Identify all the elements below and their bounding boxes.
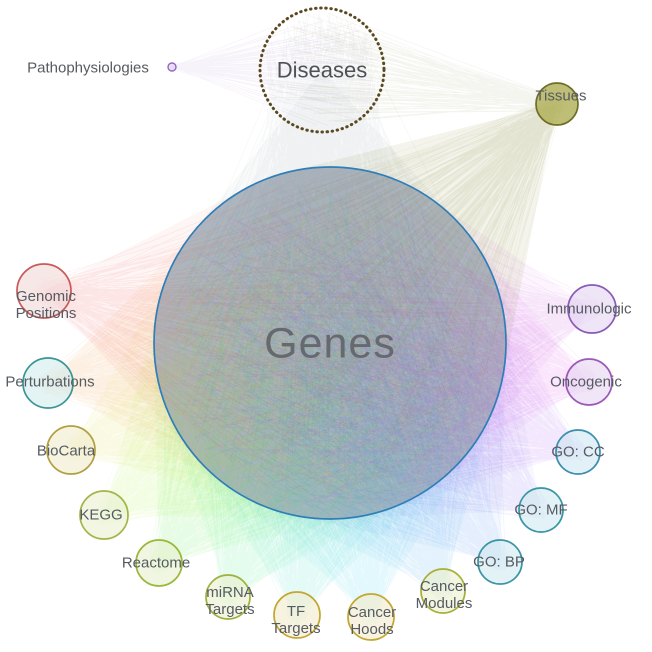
edge-wedge bbox=[154, 167, 506, 597]
edge-wedge bbox=[154, 167, 578, 519]
edge-bundle bbox=[167, 11, 492, 504]
edge-bundle bbox=[267, 12, 567, 123]
edge-bundle bbox=[190, 186, 602, 498]
edge-wedge bbox=[154, 167, 506, 563]
cancer-hoods-node[interactable] bbox=[347, 593, 395, 641]
edge-wedge bbox=[154, 167, 541, 519]
immunologic-node[interactable] bbox=[567, 284, 617, 334]
edge-wedge bbox=[48, 167, 506, 520]
perturbations-node[interactable] bbox=[22, 357, 74, 409]
edge-wedge bbox=[154, 167, 506, 617]
edge-bundle bbox=[163, 188, 588, 508]
reactome-node[interactable] bbox=[135, 539, 183, 587]
edge-bundle bbox=[165, 184, 511, 571]
genes-node[interactable] bbox=[153, 166, 507, 520]
tissues-node[interactable] bbox=[535, 82, 579, 126]
edge-bundle bbox=[165, 179, 599, 504]
pathophysiologies-node[interactable] bbox=[167, 62, 177, 72]
edge-bundle bbox=[172, 179, 493, 627]
edge-bundle bbox=[165, 179, 478, 626]
edge-wedge bbox=[154, 167, 589, 519]
edge-bundle bbox=[148, 178, 483, 574]
go-mf-node[interactable] bbox=[518, 487, 564, 533]
edge-wedge bbox=[154, 104, 557, 519]
edge-bundle bbox=[94, 178, 494, 526]
edge-wedge bbox=[71, 167, 506, 519]
edge-bundle bbox=[31, 179, 496, 506]
edge-bundle bbox=[177, 94, 567, 511]
tf-targets-node[interactable] bbox=[273, 591, 321, 639]
edge-wedge bbox=[104, 167, 506, 520]
diseases-node[interactable] bbox=[258, 6, 386, 134]
edge-bundle bbox=[166, 178, 487, 607]
oncogenic-node[interactable] bbox=[565, 358, 613, 406]
edge-bundle bbox=[166, 182, 493, 601]
kegg-node[interactable] bbox=[79, 490, 129, 540]
edge-wedge bbox=[154, 167, 506, 562]
edge-bundle bbox=[166, 94, 567, 493]
edge-wedge bbox=[154, 104, 557, 519]
edge-wedge bbox=[154, 167, 506, 616]
edge-wedge bbox=[44, 167, 506, 519]
biocarta-node[interactable] bbox=[46, 425, 96, 475]
edge-bundle bbox=[164, 182, 551, 520]
edge-wedge bbox=[154, 167, 506, 591]
cancer-modules-node[interactable] bbox=[420, 568, 466, 614]
go-cc-node[interactable] bbox=[555, 429, 601, 475]
mirna-targets-node[interactable] bbox=[205, 574, 251, 620]
genes-node-fill bbox=[154, 167, 506, 519]
edge-bundle bbox=[60, 181, 473, 496]
genomic-positions-node[interactable] bbox=[16, 263, 72, 319]
go-bp-node[interactable] bbox=[477, 539, 523, 585]
edge-bundle bbox=[37, 178, 492, 495]
edge-wedge bbox=[154, 70, 506, 519]
